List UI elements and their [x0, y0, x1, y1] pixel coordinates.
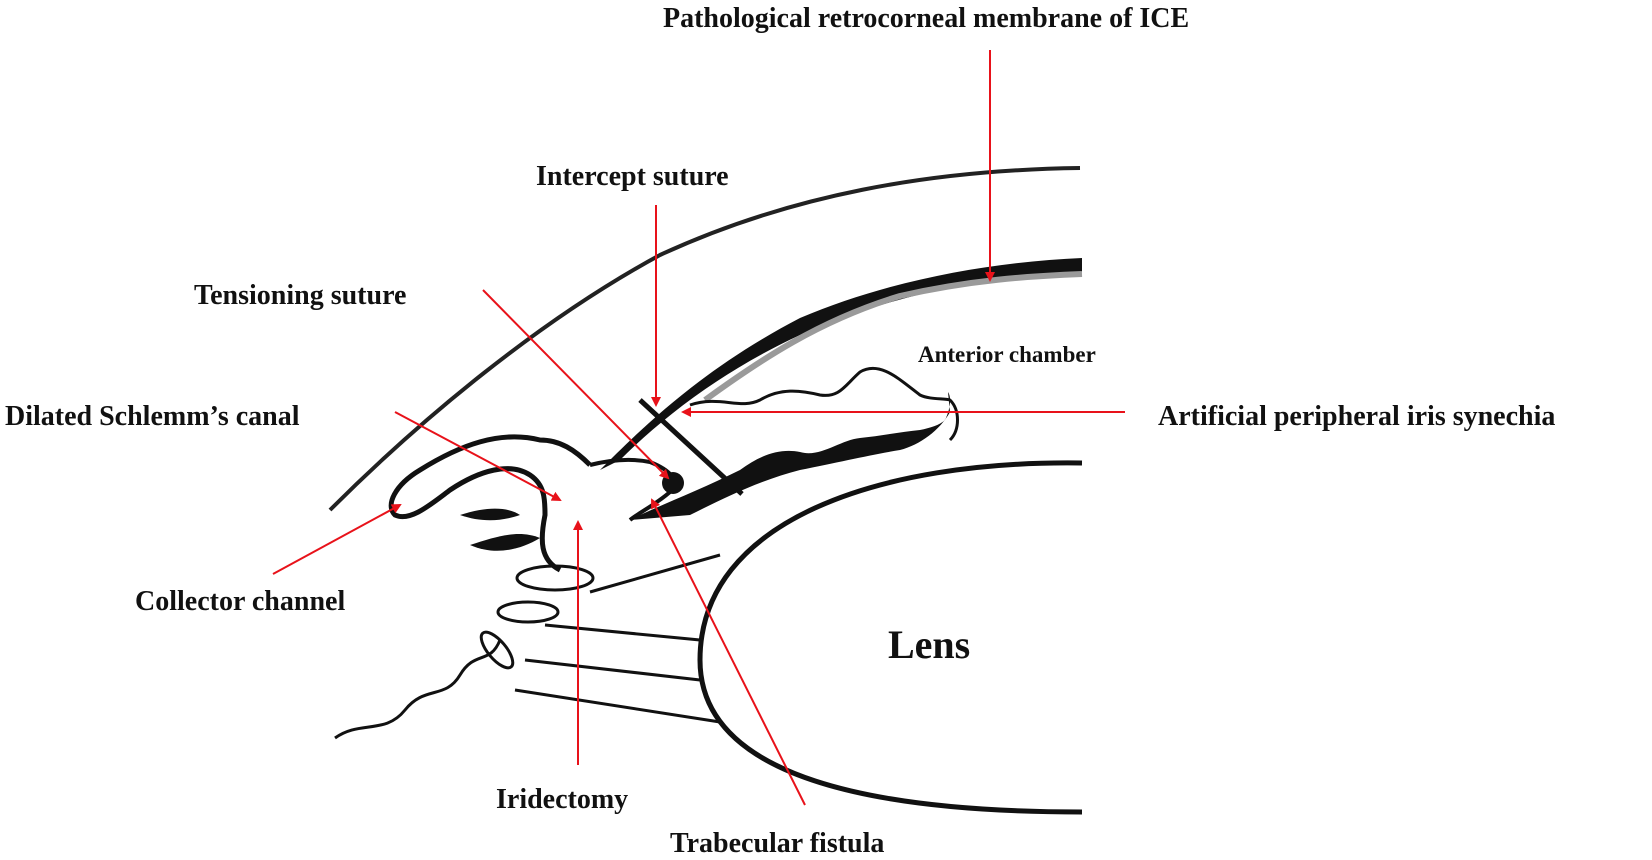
label-lens: Lens: [888, 622, 970, 667]
collector-channel-outline: [388, 434, 592, 573]
label-intercept-suture: Intercept suture: [536, 161, 729, 192]
pigment-lump-2: [470, 534, 540, 551]
arrow-dilated-schlemm: [394, 411, 562, 501]
pigment-lump-1: [460, 508, 520, 521]
label-pathological-membrane: Pathological retrocorneal membrane of IC…: [663, 3, 1189, 34]
ciliary-process-1: [515, 564, 595, 592]
iris-wavy-line: [689, 366, 959, 442]
zonule-4: [514, 688, 721, 724]
retrocorneal-membrane: [703, 271, 1083, 403]
arrow-tensioning-suture: [482, 289, 670, 480]
zonule-2: [544, 623, 701, 642]
arrow-trabecular-fistula: [651, 498, 806, 806]
label-collector-channel: Collector channel: [135, 586, 345, 617]
label-trabecular-fistula: Trabecular fistula: [670, 828, 884, 859]
label-artificial-synechia: Artificial peripheral iris synechia: [1158, 401, 1555, 432]
lens-outline: [697, 460, 1083, 815]
ciliary-body-wave: [334, 639, 502, 740]
iris-root: [630, 392, 951, 520]
zonule-1: [589, 553, 721, 594]
label-anterior-chamber: Anterior chamber: [918, 342, 1096, 367]
intercept-suture-line: [638, 398, 744, 496]
label-dilated-schlemm: Dilated Schlemm’s canal: [5, 401, 300, 432]
ciliary-process-2: [496, 600, 560, 624]
label-tensioning-suture: Tensioning suture: [194, 280, 406, 311]
label-iridectomy: Iridectomy: [496, 784, 628, 815]
arrow-collector-channel: [272, 504, 402, 575]
ciliary-process-3: [479, 630, 515, 670]
outer-sclera-line: [328, 166, 1081, 512]
zonule-3: [524, 658, 701, 682]
